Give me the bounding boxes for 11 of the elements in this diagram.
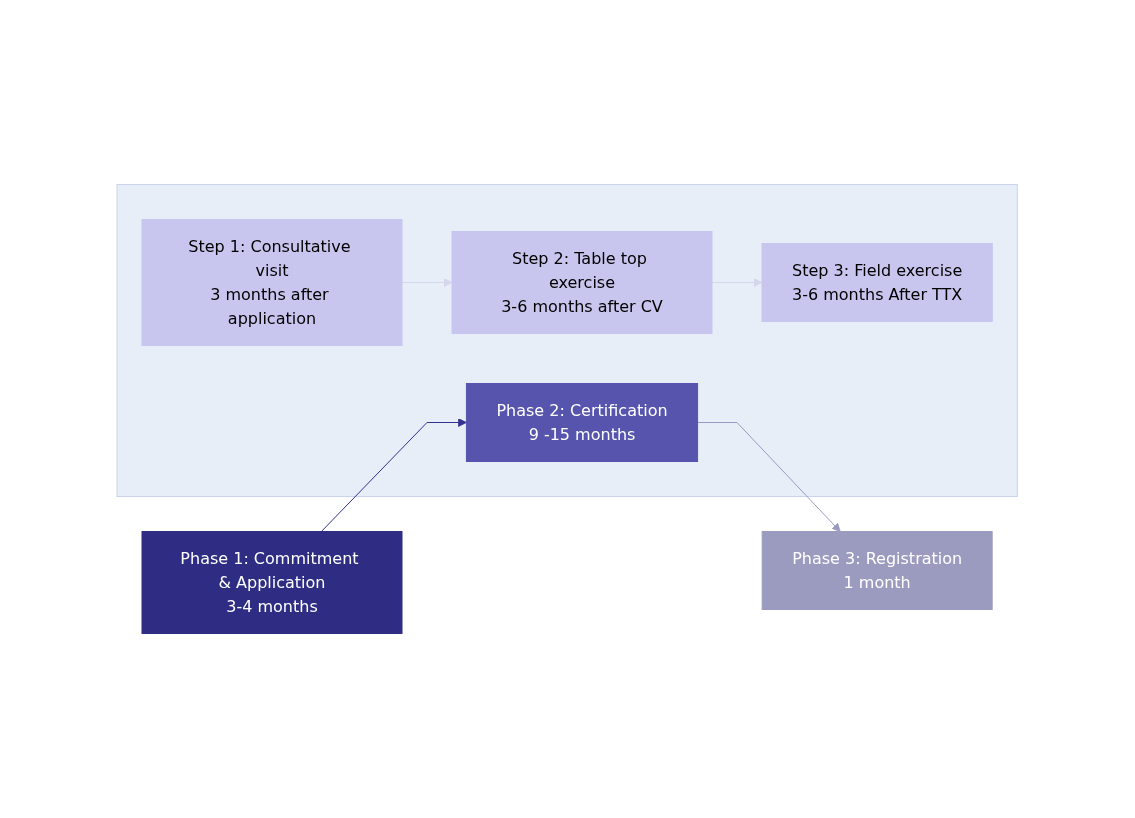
arrow: [697, 422, 841, 532]
cluster: [116, 184, 1019, 497]
arrow: [401, 278, 453, 287]
arrow: [711, 278, 763, 287]
node-box: Phase 2: Certification 9 -15 months: [466, 383, 699, 462]
node-box: Phase 1: Commitment & Application 3-4 months: [141, 531, 403, 634]
node-box: Phase 3: Registration 1 month: [762, 531, 993, 610]
arrow: [321, 418, 468, 532]
node-box: Step 1: Consultative visit 3 months after application: [141, 219, 403, 346]
node-box: Step 2: Table top exercise 3-6 months after CV: [451, 231, 713, 334]
node-box: Step 3: Field exercise 3-6 months After TTX: [761, 243, 994, 322]
